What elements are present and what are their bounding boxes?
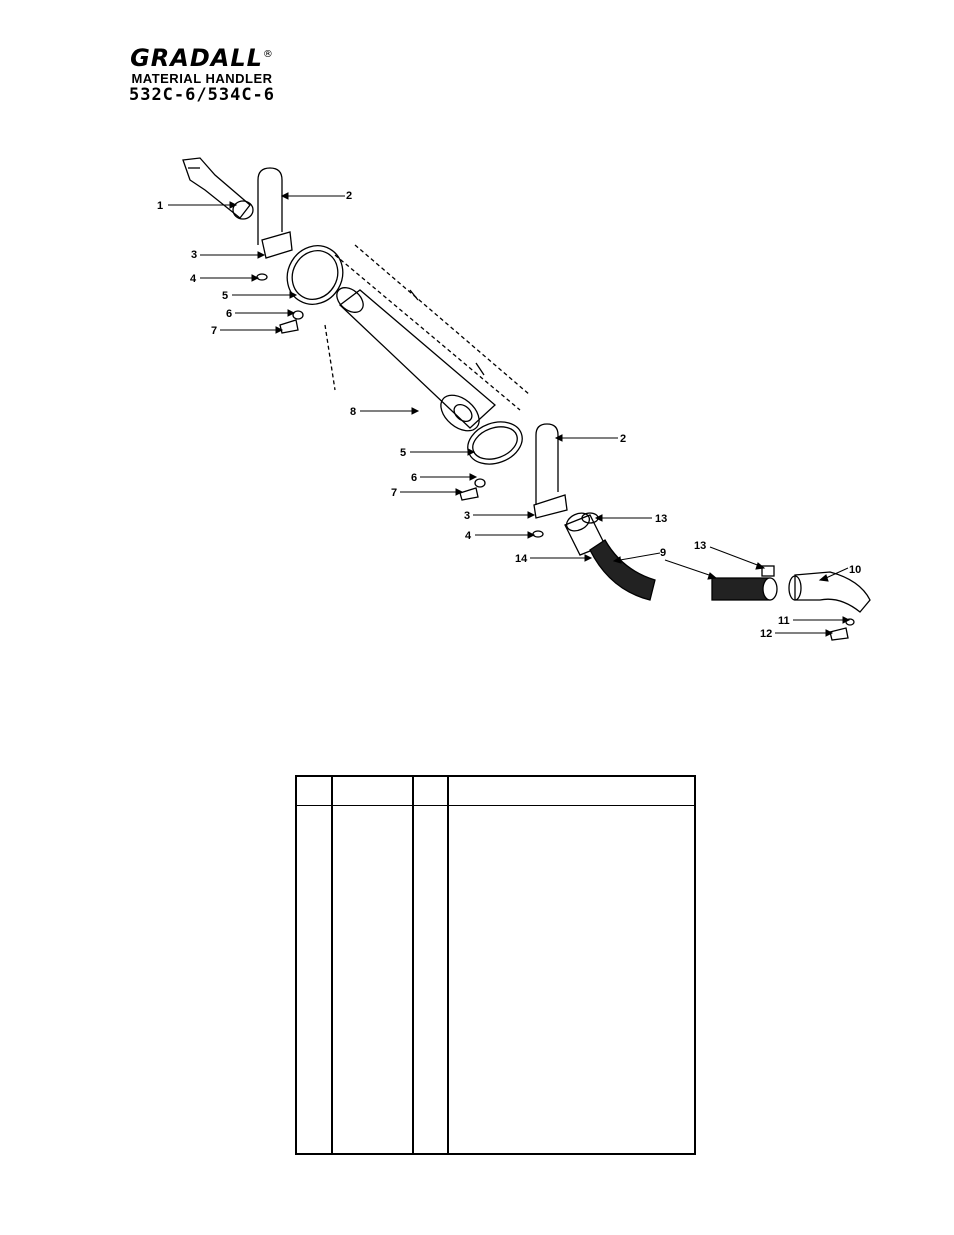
- pipe-clamp-lower: [761, 565, 775, 577]
- callout-4b: 4: [465, 530, 472, 542]
- band-clamp-upper: [286, 245, 344, 305]
- callout-9: 9: [660, 547, 666, 559]
- exhaust-parts-diagram: 1 2 3 4 5 6 7 8 5 2 6 7 3 13 4 14 9 13 1…: [157, 157, 871, 641]
- brand-logo: GRADALL®: [130, 44, 274, 72]
- flex-hose: [589, 539, 778, 601]
- nut-lower: [532, 530, 544, 538]
- tail-pipe: [788, 571, 871, 613]
- callout-6b: 6: [411, 472, 417, 484]
- callout-3b: 3: [464, 510, 470, 522]
- clamp-bracket-lower: [533, 494, 568, 519]
- callout-leaders: [168, 192, 851, 637]
- clamp-bracket-upper: [261, 231, 293, 259]
- callout-7b: 7: [391, 487, 397, 499]
- muffler: [336, 287, 496, 432]
- callout-5: 5: [222, 290, 228, 302]
- nut-upper: [256, 273, 268, 281]
- exhaust-stack-pipe: [182, 157, 254, 220]
- callout-8: 8: [350, 406, 356, 418]
- u-bolt-lower: [535, 423, 559, 505]
- bolt-tail: [829, 627, 849, 641]
- parts-list-table: [295, 775, 696, 1155]
- brand-header: GRADALL® MATERIAL HANDLER 532C-6/534C-6: [112, 42, 292, 104]
- callout-13b: 13: [694, 540, 706, 552]
- callout-11: 11: [778, 615, 790, 627]
- brand-subtitle: MATERIAL HANDLER: [131, 71, 273, 86]
- table-column-divider: [331, 777, 333, 1153]
- callout-3: 3: [191, 249, 197, 261]
- u-bolt-upper: [257, 167, 283, 245]
- callout-14: 14: [515, 553, 528, 565]
- table-column-divider: [447, 777, 449, 1153]
- callout-4: 4: [190, 273, 197, 285]
- callout-2b: 2: [620, 433, 626, 445]
- callout-6: 6: [226, 308, 232, 320]
- band-clamp-lower: [467, 421, 523, 465]
- callout-12: 12: [760, 628, 772, 640]
- table-column-divider: [412, 777, 414, 1153]
- model-number: 532C-6/534C-6: [128, 85, 276, 105]
- mounting-bracket-outline: [334, 244, 531, 411]
- bolt-washer-lower: [459, 478, 486, 501]
- callout-5b: 5: [400, 447, 406, 459]
- callout-1: 1: [157, 200, 163, 212]
- callout-13: 13: [655, 513, 667, 525]
- callout-2: 2: [346, 190, 352, 202]
- callout-7: 7: [211, 325, 217, 337]
- callout-labels: 1 2 3 4 5 6 7 8 5 2 6 7 3 13 4 14 9 13 1…: [157, 190, 861, 640]
- table-header-rule: [297, 805, 694, 806]
- callout-10: 10: [849, 564, 861, 576]
